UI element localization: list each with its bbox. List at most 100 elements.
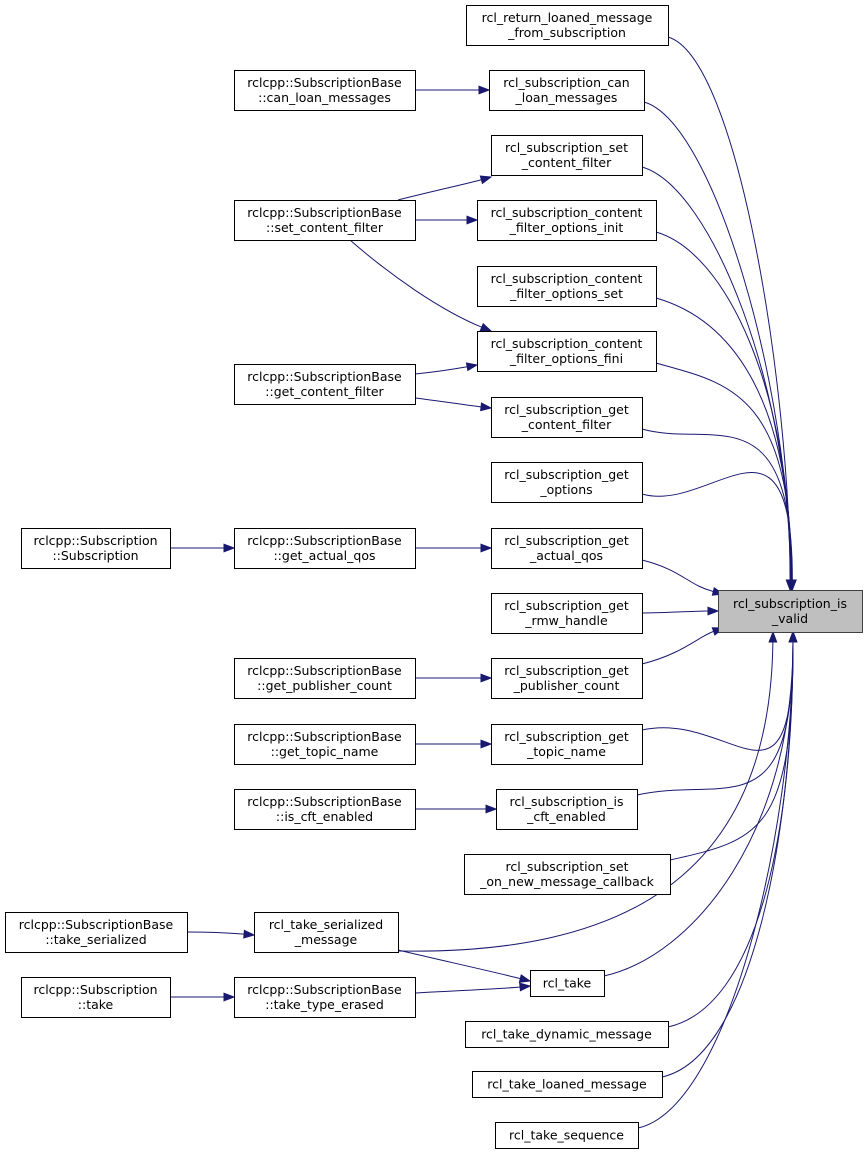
node-box xyxy=(496,789,638,830)
node-sb-get-qos[interactable]: rclcpp::SubscriptionBase::get_actual_qos xyxy=(234,528,416,569)
node-take-ser[interactable]: rcl_take_serialized_message xyxy=(254,912,399,953)
node-set-cb[interactable]: rcl_subscription_set_on_new_message_call… xyxy=(464,854,671,895)
arrowhead xyxy=(519,982,532,992)
node-box xyxy=(477,331,657,372)
edge-line xyxy=(637,641,794,1129)
edge-line xyxy=(349,239,482,328)
node-sub-take[interactable]: rclcpp::Subscription::take xyxy=(21,977,171,1018)
node-get-cf[interactable]: rcl_subscription_get_content_filter xyxy=(491,397,643,438)
edge-line xyxy=(414,366,468,375)
node-take-seq[interactable]: rcl_take_sequence xyxy=(495,1122,639,1149)
node-label: _message xyxy=(294,932,358,947)
node-label: rcl_subscription_get xyxy=(504,467,629,482)
node-label: ::take xyxy=(78,997,114,1012)
node-label: rclcpp::SubscriptionBase xyxy=(247,663,402,678)
edge-sb-set-cf-to-cfo-fini xyxy=(349,239,493,332)
edge-line xyxy=(655,231,792,581)
edge-sub-sub-to-sb-get-qos xyxy=(169,543,236,553)
node-return-loaned[interactable]: rcl_return_loaned_message_from_subscript… xyxy=(466,5,669,46)
node-box xyxy=(465,1021,669,1048)
node-box xyxy=(718,590,863,633)
node-box xyxy=(21,528,171,569)
node-sb-can-loan[interactable]: rclcpp::SubscriptionBase::can_loan_messa… xyxy=(234,70,416,111)
node-layer: rcl_subscription_is_valid rcl_return_loan… xyxy=(5,5,863,1149)
node-label: rcl_subscription_get xyxy=(504,402,629,417)
edge-sb-take-te-to-take xyxy=(414,982,532,994)
node-can-loan[interactable]: rcl_subscription_can_loan_messages xyxy=(489,70,645,111)
arrowhead xyxy=(480,739,493,749)
node-cfo-fini[interactable]: rcl_subscription_content_filter_options_… xyxy=(477,331,657,372)
node-box xyxy=(234,200,416,241)
node-sb-take-ser[interactable]: rclcpp::SubscriptionBase::take_serialize… xyxy=(5,912,188,953)
node-label: rcl_subscription_get xyxy=(504,533,629,548)
node-take-loaned[interactable]: rcl_take_loaned_message xyxy=(472,1071,663,1098)
edge-line xyxy=(414,397,482,408)
node-box xyxy=(491,528,643,569)
node-label: ::get_topic_name xyxy=(271,744,379,759)
node-sb-set-cf[interactable]: rclcpp::SubscriptionBase::set_content_fi… xyxy=(234,200,416,241)
edge-take-seq-to-is-valid xyxy=(637,630,798,1129)
arrowhead xyxy=(466,215,479,225)
node-label: _content_filter xyxy=(521,417,612,432)
node-cft[interactable]: rcl_subscription_is_cft_enabled xyxy=(496,789,638,830)
edge-take-loaned-to-is-valid xyxy=(661,630,798,1078)
node-cfo-set[interactable]: rcl_subscription_content_filter_options_… xyxy=(477,266,657,307)
edge-get-rmw-to-is-valid xyxy=(641,606,720,616)
node-label: _from_subscription xyxy=(507,25,626,40)
node-label: _on_new_message_callback xyxy=(479,874,655,889)
node-label: rcl_subscription_get xyxy=(504,663,629,678)
node-sb-topic[interactable]: rclcpp::SubscriptionBase::get_topic_name xyxy=(234,724,416,765)
arrowhead xyxy=(465,362,479,372)
edge-line xyxy=(603,641,794,977)
edge-cfo-set-to-is-valid xyxy=(655,297,796,592)
edge-line xyxy=(669,641,794,861)
edge-line xyxy=(667,36,791,581)
node-label: rclcpp::Subscription xyxy=(33,533,157,548)
node-label: rcl_subscription_is xyxy=(733,596,847,611)
node-box xyxy=(491,658,643,699)
node-get-qos[interactable]: rcl_subscription_get_actual_qos xyxy=(491,528,643,569)
node-label: _loan_messages xyxy=(515,90,618,105)
node-sb-cft[interactable]: rclcpp::SubscriptionBase::is_cft_enabled xyxy=(234,789,416,830)
edge-line xyxy=(397,179,482,201)
edge-can-loan-to-is-valid xyxy=(643,101,795,592)
node-topic[interactable]: rcl_subscription_get_topic_name xyxy=(491,724,643,765)
edge-line xyxy=(641,472,793,581)
edge-line xyxy=(641,641,794,751)
node-take-dyn[interactable]: rcl_take_dynamic_message xyxy=(465,1021,669,1048)
node-sub-sub[interactable]: rclcpp::Subscription::Subscription xyxy=(21,528,171,569)
node-is-valid[interactable]: rcl_subscription_is_valid xyxy=(718,590,863,633)
arrowhead xyxy=(518,974,532,983)
edge-sb-get-cf-to-get-cf xyxy=(414,397,493,412)
arrowhead xyxy=(243,929,256,939)
edge-sb-pub-count-to-pub-count xyxy=(415,673,493,683)
node-label: _valid xyxy=(771,611,808,626)
arrowhead xyxy=(479,175,493,185)
node-sb-take-te[interactable]: rclcpp::SubscriptionBase::take_type_eras… xyxy=(234,977,416,1018)
edge-sb-take-ser-to-take-ser xyxy=(186,929,256,939)
node-label: rcl_subscription_can xyxy=(503,75,629,90)
node-box xyxy=(234,789,416,830)
node-box xyxy=(495,1122,639,1149)
arrowhead xyxy=(480,402,493,412)
edge-line xyxy=(186,931,245,935)
node-cfo-init[interactable]: rcl_subscription_content_filter_options_… xyxy=(477,200,657,241)
node-label: _rmw_handle xyxy=(524,613,608,628)
node-get-rmw[interactable]: rcl_subscription_get_rmw_handle xyxy=(491,593,643,634)
node-label: rcl_take_loaned_message xyxy=(487,1077,647,1092)
arrowhead xyxy=(223,543,236,553)
node-box xyxy=(234,977,416,1018)
edge-line xyxy=(414,986,521,994)
node-box xyxy=(489,70,645,111)
node-sb-get-cf[interactable]: rclcpp::SubscriptionBase::get_content_fi… xyxy=(234,364,416,405)
node-sb-pub-count[interactable]: rclcpp::SubscriptionBase::get_publisher_… xyxy=(234,658,416,699)
edge-sub-take-to-sb-take-te xyxy=(169,992,236,1002)
edge-get-qos-to-is-valid xyxy=(641,559,725,596)
node-get-options[interactable]: rcl_subscription_get_options xyxy=(491,462,643,503)
node-label: _content_filter xyxy=(521,155,612,170)
node-pub-count[interactable]: rcl_subscription_get_publisher_count xyxy=(491,658,643,699)
edge-sb-get-qos-to-get-qos xyxy=(414,543,493,553)
node-take[interactable]: rcl_take xyxy=(530,970,605,997)
node-box xyxy=(5,912,188,953)
node-set-cf[interactable]: rcl_subscription_set_content_filter xyxy=(491,135,643,176)
